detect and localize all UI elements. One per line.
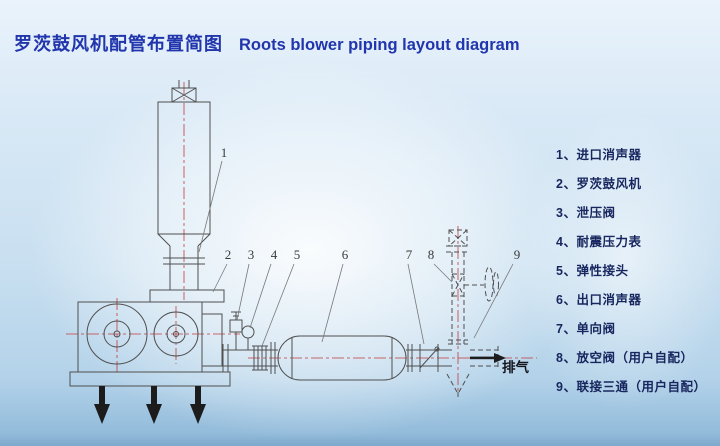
roots-blower (69, 289, 231, 387)
outlet-silencer (277, 335, 407, 381)
callout-4: 4 (271, 247, 278, 262)
legend-item-3: 3、泄压阀 (556, 206, 616, 220)
callout-7: 7 (406, 247, 413, 262)
relief-valve (229, 311, 243, 350)
outlet-pipe (406, 344, 452, 372)
legend-item-4: 4、耐震压力表 (556, 235, 642, 249)
legend-list: 1、进口消声器 2、罗茨鼓风机 3、泄压阀 4、耐震压力表 5、弹性接头 6、出… (556, 141, 706, 402)
page-title-en: Roots blower piping layout diagram (239, 36, 520, 54)
page-title: 罗茨鼓风机配管布置简图 Roots blower piping layout d… (14, 30, 520, 56)
discharge-pipe (222, 344, 278, 372)
inlet-silencer (157, 80, 211, 290)
flexible-joint (252, 342, 276, 374)
check-valve (419, 344, 440, 372)
page-title-cn: 罗茨鼓风机配管布置简图 (14, 34, 223, 54)
callout-leader-lines (198, 160, 514, 347)
legend-item-1: 1、进口消声器 (556, 148, 642, 162)
callout-3: 3 (248, 247, 255, 262)
blower-base (69, 371, 231, 387)
callout-6: 6 (342, 247, 349, 262)
callout-1: 1 (221, 145, 228, 160)
pressure-gauge (241, 325, 255, 350)
callout-5: 5 (294, 247, 301, 262)
legend-item-8: 8、放空阀（用户自配） (556, 351, 694, 365)
legend-item-9: 9、联接三通（用户自配） (556, 380, 707, 394)
legend-item-2: 2、罗茨鼓风机 (556, 177, 642, 191)
exhaust-label: 排气 (502, 359, 530, 375)
tee-assembly (446, 339, 499, 400)
exhaust-arrow (470, 353, 506, 363)
centerlines (66, 82, 537, 396)
callout-9: 9 (514, 247, 521, 262)
legend-item-7: 7、单向阀 (556, 322, 616, 336)
legend-item-5: 5、弹性接头 (556, 264, 629, 278)
vent-valve-assembly (446, 229, 499, 344)
callout-2: 2 (225, 247, 232, 262)
callout-8: 8 (428, 247, 435, 262)
mounting-arrows (94, 386, 206, 424)
legend-item-6: 6、出口消声器 (556, 293, 642, 307)
